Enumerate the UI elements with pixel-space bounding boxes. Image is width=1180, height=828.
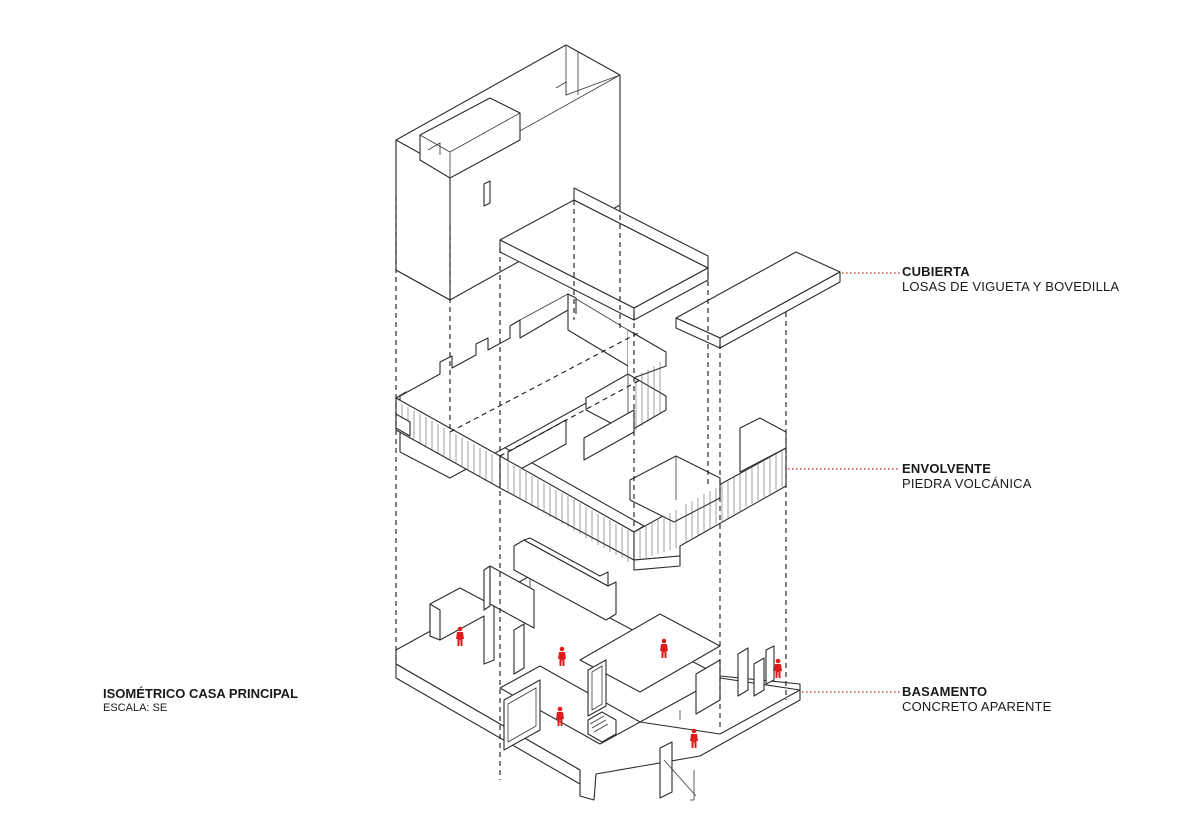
drawing-title: ISOMÉTRICO CASA PRINCIPAL <box>103 686 299 701</box>
legend-cubierta: CUBIERTA LOSAS DE VIGUETA Y BOVEDILLA <box>902 264 1120 295</box>
drawing-scale: ESCALA: SE <box>103 701 168 714</box>
layer-name: BASAMENTO <box>902 684 988 699</box>
layer-name: CUBIERTA <box>902 264 970 279</box>
legend-basamento: BASAMENTO CONCRETO APARENTE <box>902 684 1052 715</box>
envolvente-layer <box>395 293 787 571</box>
stone-texture-hatching <box>401 362 783 562</box>
legend-envolvente: ENVOLVENTE PIEDRA VOLCÁNICA <box>902 461 1032 492</box>
layer-material: PIEDRA VOLCÁNICA <box>902 475 1032 491</box>
projection-lines <box>395 196 787 780</box>
layer-name: ENVOLVENTE <box>902 461 992 476</box>
basamento-layer <box>395 537 801 801</box>
legend-leader-lines <box>788 272 900 693</box>
layer-material: CONCRETO APARENTE <box>902 698 1052 714</box>
drawing-title-block: ISOMÉTRICO CASA PRINCIPAL ESCALA: SE <box>103 686 298 715</box>
layer-material: LOSAS DE VIGUETA Y BOVEDILLA <box>902 278 1120 294</box>
cubierta-layer <box>395 44 841 349</box>
